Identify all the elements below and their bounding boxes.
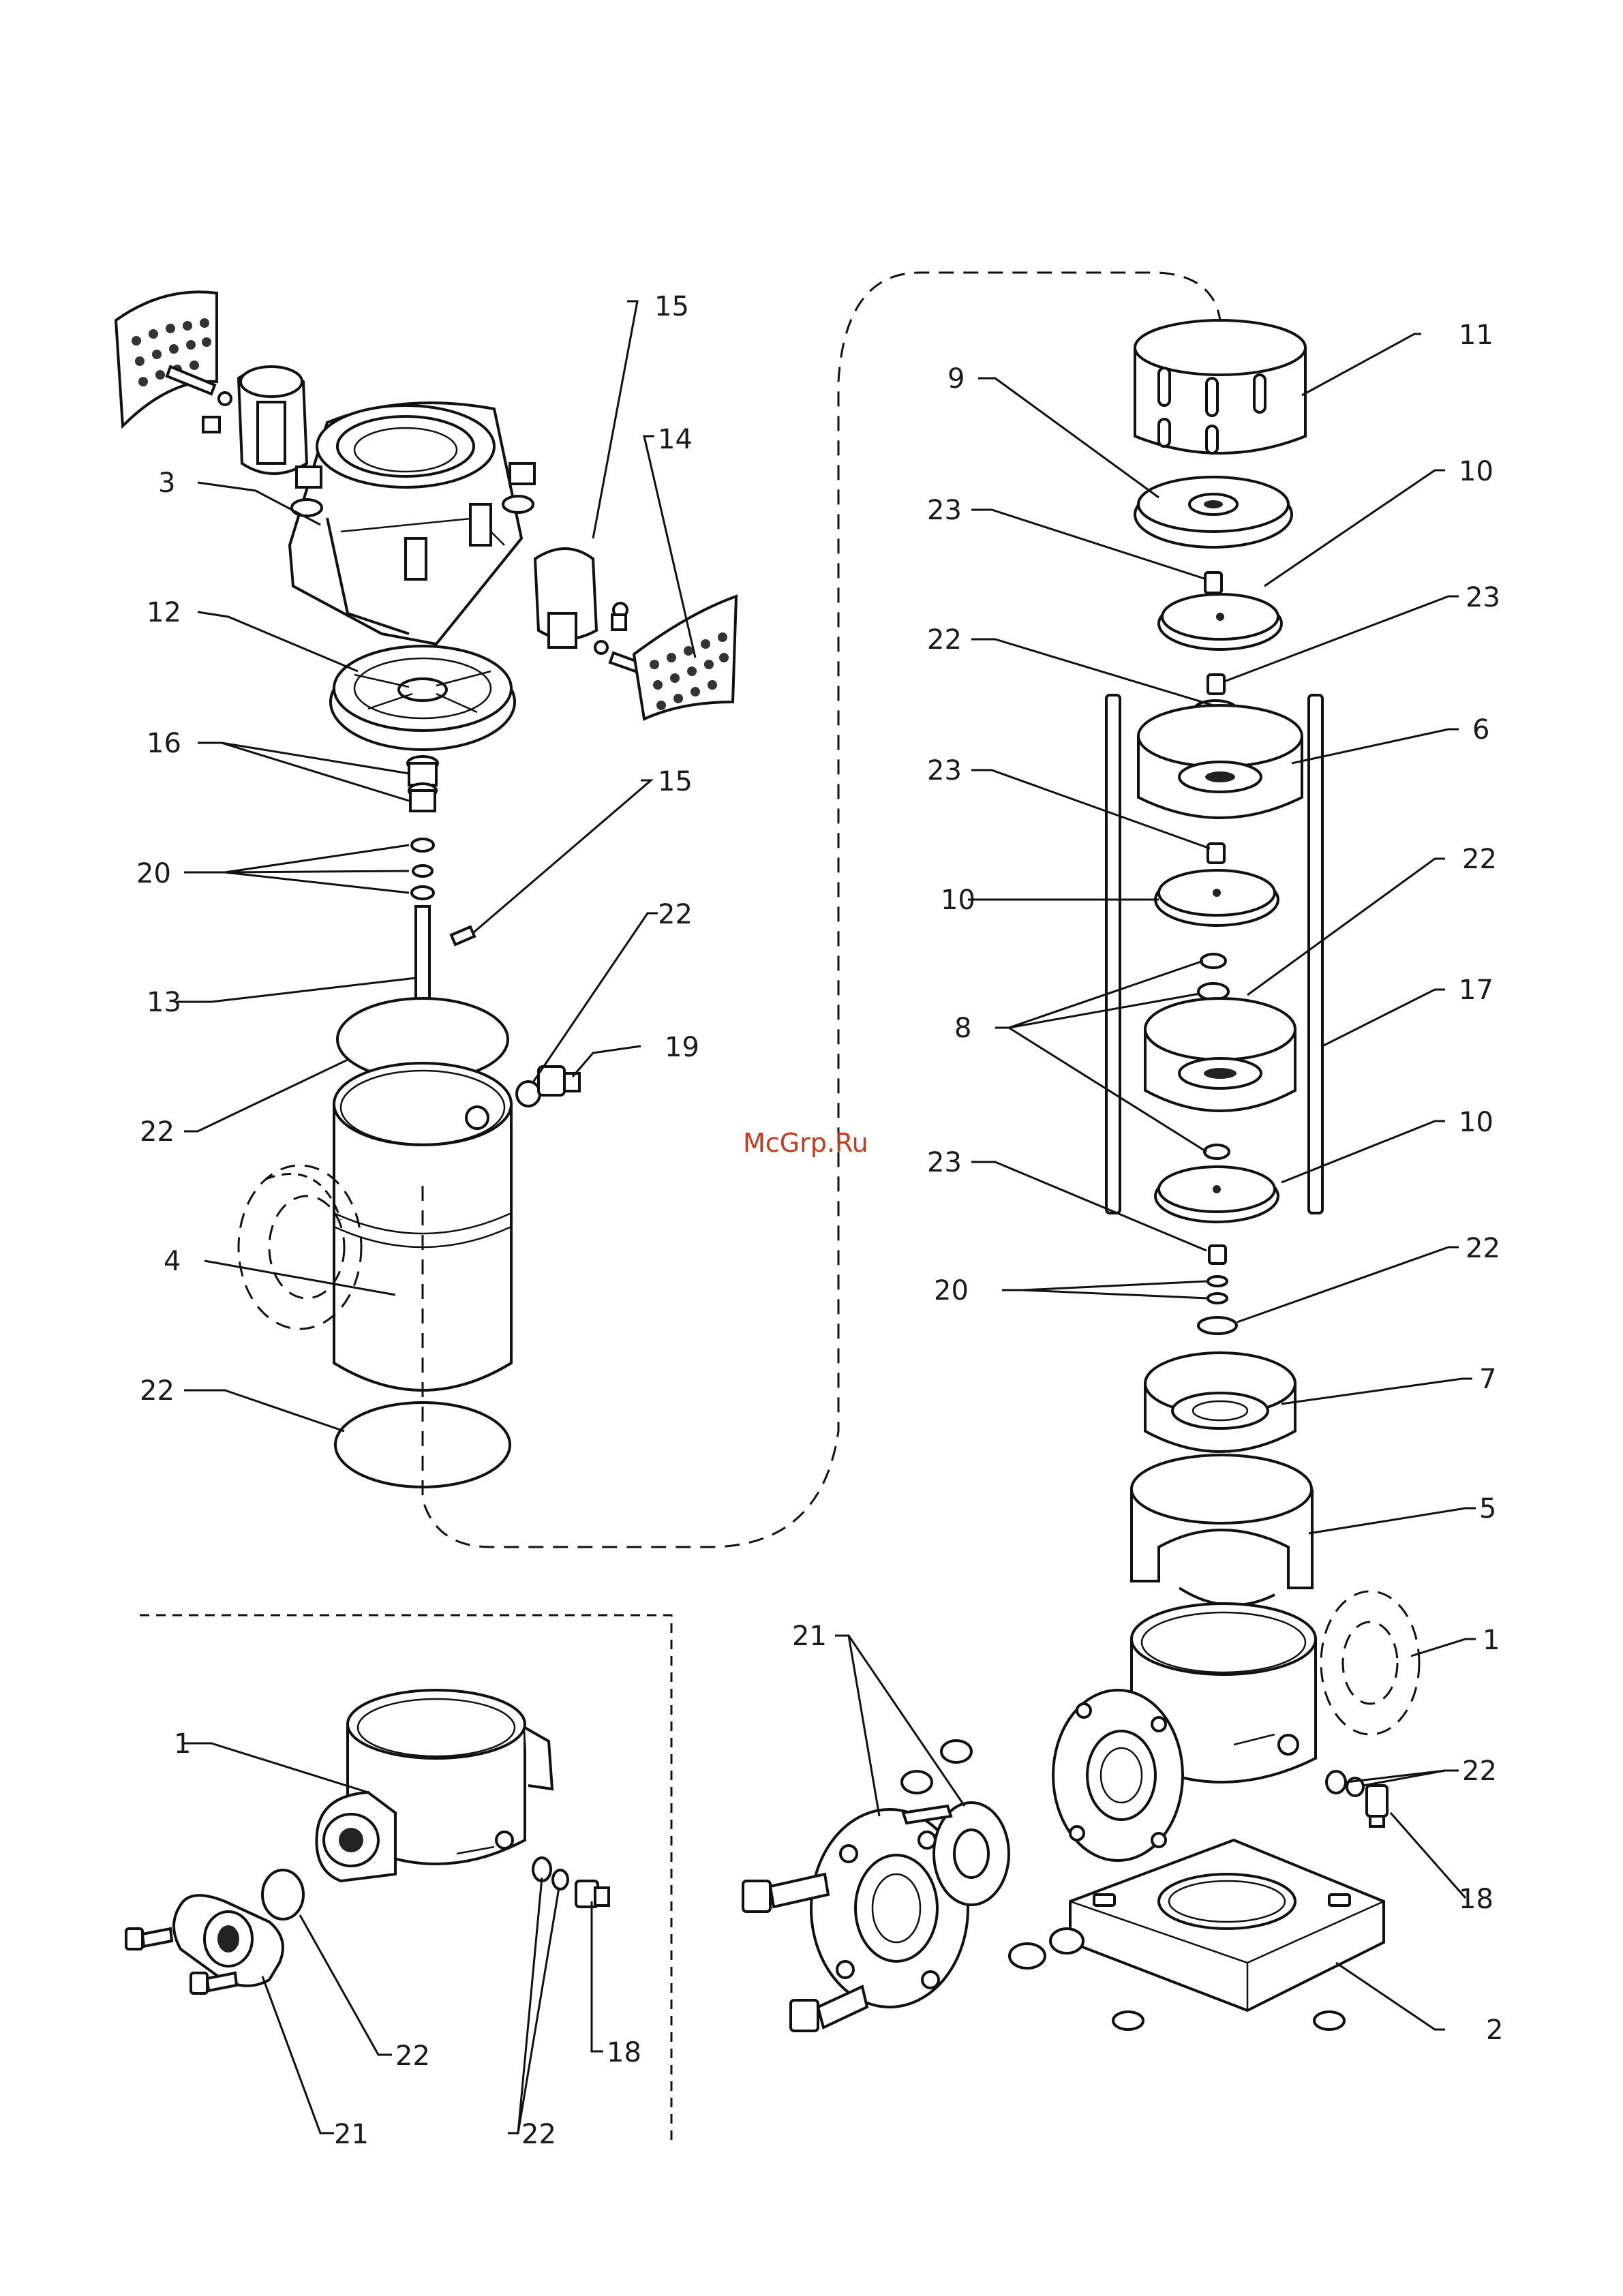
top-cover: [331, 646, 515, 750]
o-ring-22-b: [1198, 1317, 1237, 1334]
label-7: 7: [1479, 1364, 1496, 1395]
label-6: 6: [1472, 714, 1489, 746]
impeller-3: [1155, 1167, 1278, 1222]
tie-rod-right: [1309, 695, 1322, 1213]
watermark: McGrp.Ru: [743, 1128, 868, 1158]
label-19: 19: [665, 1032, 699, 1063]
bearing-ring-3: [1204, 1145, 1229, 1159]
plug-18-right: [1326, 1771, 1387, 1826]
motor-stool: [290, 403, 534, 644]
mechanical-seal: [408, 756, 438, 811]
label-23-b: 23: [1466, 582, 1500, 613]
label-14: 14: [658, 424, 693, 455]
label-21-mid: 21: [792, 1621, 827, 1652]
suction-sleeve: [1132, 1455, 1312, 1605]
label-22-inset-b: 22: [521, 2119, 556, 2150]
label-1-inset: 1: [174, 1728, 191, 1760]
chamber-with-bearing: [1145, 998, 1295, 1111]
tie-rod-left: [1106, 695, 1120, 1213]
label-22-r4: 22: [1462, 1756, 1497, 1787]
label-11: 11: [1459, 320, 1493, 351]
coupling-guard-left: [116, 292, 217, 426]
label-9: 9: [947, 363, 965, 395]
impeller-2: [1155, 870, 1278, 925]
plug-19: [517, 1067, 579, 1106]
label-8: 8: [954, 1013, 971, 1044]
split-cone-3: [1208, 844, 1224, 863]
label-23-c: 23: [927, 755, 962, 786]
split-cone-4: [1209, 1246, 1226, 1264]
split-cone-1: [1205, 572, 1222, 593]
o-ring-inset-a: [262, 1870, 303, 1919]
label-22-r1: 22: [927, 624, 962, 656]
impeller-1: [1159, 594, 1281, 649]
housing-inlet-flange: [1053, 1690, 1183, 1861]
label-22-inset-a: 22: [395, 2040, 430, 2072]
label-13: 13: [147, 987, 181, 1018]
split-cone-2: [1208, 675, 1224, 694]
label-18-inset: 18: [607, 2037, 641, 2068]
label-4: 4: [164, 1246, 181, 1277]
label-15-lower: 15: [658, 766, 693, 797]
label-22-r3: 22: [1466, 1233, 1500, 1264]
label-5: 5: [1479, 1493, 1496, 1525]
ring-20-a: [1208, 1276, 1227, 1286]
label-12: 12: [147, 597, 181, 628]
stage-sleeve: [1135, 320, 1305, 453]
label-1-right: 1: [1483, 1625, 1500, 1656]
label-21-inset: 21: [334, 2119, 369, 2150]
housing-flange-ghost-right: [1321, 1591, 1419, 1734]
label-10-mid: 10: [941, 885, 975, 916]
label-20-left: 20: [136, 858, 171, 889]
top-diffuser: [1135, 477, 1292, 547]
label-22-left-low: 22: [140, 1375, 175, 1407]
chamber-7: [1145, 1353, 1295, 1452]
chamber-6: [1138, 705, 1302, 818]
shaft-rings: [412, 839, 434, 899]
label-22-left-mid: 22: [140, 1116, 175, 1148]
assembly-route-line: [423, 273, 1220, 1547]
bearing-ring-1: [1201, 954, 1226, 968]
label-23-d: 23: [927, 1147, 962, 1178]
label-23-a: 23: [927, 495, 962, 526]
label-2: 2: [1486, 2015, 1503, 2046]
label-22-upper: 22: [658, 899, 693, 930]
label-17: 17: [1459, 975, 1493, 1006]
coupling-half: [239, 367, 307, 474]
label-10-top: 10: [1459, 456, 1493, 487]
label-10-low: 10: [1459, 1107, 1493, 1138]
plug-18-inset: [533, 1858, 609, 1907]
pump-housing-alt: [316, 1690, 552, 1881]
label-22-r2: 22: [1462, 844, 1497, 875]
ring-20-b: [1208, 1294, 1227, 1303]
label-3: 3: [158, 468, 175, 499]
shaft-key: [451, 927, 474, 945]
label-16: 16: [147, 728, 181, 759]
label-20-right: 20: [934, 1275, 969, 1306]
label-18-right: 18: [1459, 1884, 1493, 1915]
label-15-top: 15: [654, 291, 689, 322]
base-plate: [1070, 1840, 1384, 2010]
